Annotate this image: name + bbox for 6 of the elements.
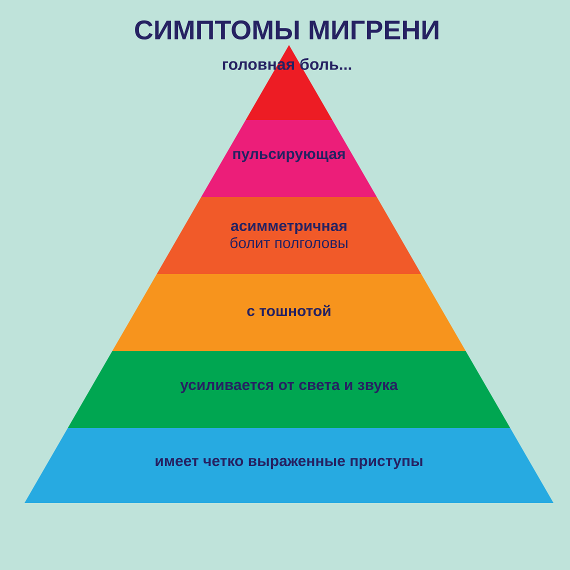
pyramid-band: усиливается от света и звука bbox=[68, 351, 510, 428]
pyramid-band: имеет четко выраженные приступы bbox=[24, 428, 554, 503]
title: СИМПТОМЫ МИГРЕНИ bbox=[135, 20, 438, 40]
pyramid-band: асимметричная болит полголовы bbox=[156, 197, 422, 274]
pyramid-band: пульсирующая bbox=[201, 120, 377, 197]
pyramid-band: с тошнотой bbox=[112, 274, 466, 351]
